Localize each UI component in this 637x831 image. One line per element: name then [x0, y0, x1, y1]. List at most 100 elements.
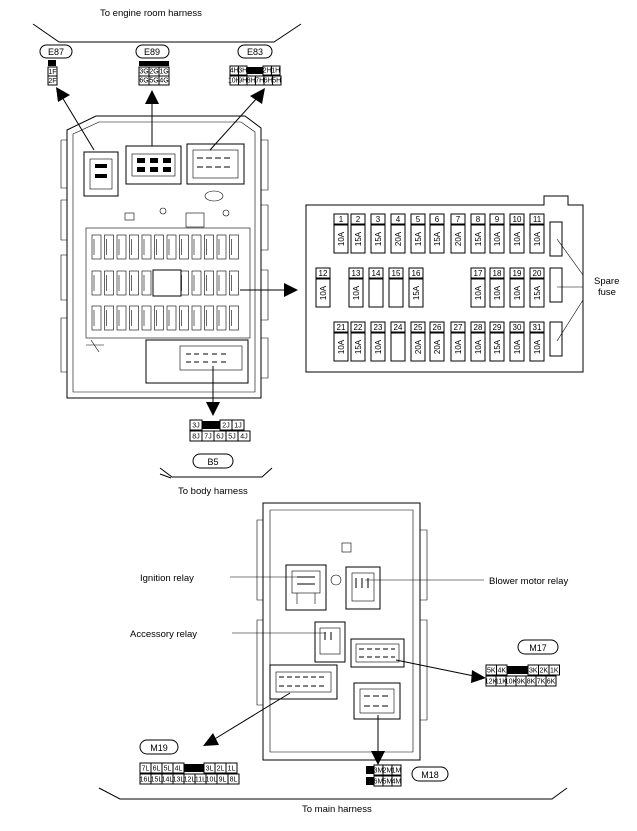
fuse-amperage: 15A [374, 231, 383, 246]
e83-row1-pin: 2H [263, 68, 272, 75]
e83-row1-pin: 3H [238, 68, 247, 75]
fuse-number: 14 [372, 269, 381, 278]
m17-row1-pin: 5K [487, 668, 496, 675]
fuse-amperage: 10A [533, 339, 542, 354]
b5-row2-pin: 5J [228, 434, 235, 441]
fuse-amperage: 10A [352, 285, 361, 300]
b5-row1-pin: 1J [234, 423, 241, 430]
fuse-amperage: 20A [433, 339, 442, 354]
e89-row2-pin: 4G [159, 78, 168, 85]
fuse-amperage: 15A [533, 285, 542, 300]
fuse-number: 24 [394, 323, 403, 332]
fuse-14: 14 [368, 267, 384, 308]
connector-e87: E87 1F 2F [39, 44, 73, 86]
e83-row2-pin: 6H [264, 78, 273, 85]
connector-m17-id: M17 [529, 643, 547, 653]
fuse-amperage: 10A [474, 339, 483, 354]
m18-row1-cell [391, 764, 402, 776]
fuse-amperage: 10A [513, 285, 522, 300]
b5-row2-cell [237, 430, 251, 442]
fuse-number: 6 [435, 215, 440, 224]
b5-row2-pin: 6J [216, 434, 223, 441]
m19-row1-pin: 5L [164, 766, 172, 773]
fuse-amperage: 10A [513, 339, 522, 354]
m19-row1-blank [184, 764, 204, 772]
m18-row1-blank [366, 766, 374, 774]
fuse-number: 20 [533, 269, 542, 278]
m19-row2-pin: 12L [184, 777, 196, 784]
b5-row2-pin: 8J [192, 434, 199, 441]
m19-row2-pin: 8L [230, 777, 238, 784]
main-harness-label: To main harness [302, 804, 372, 815]
fuse-31: 31 10A [529, 321, 545, 362]
e89-row2-pin: 5G [149, 78, 158, 85]
fuse-number: 31 [533, 323, 542, 332]
e83-row2-pin: 7H [255, 78, 264, 85]
m19-row1-pin: 6L [153, 766, 161, 773]
m17-row1-pin: 4K [497, 668, 506, 675]
b5-row1-pin: 2J [222, 423, 229, 430]
connector-e89-id: E89 [144, 47, 160, 57]
fuse-number: 16 [412, 269, 421, 278]
fuse-amperage: 15A [493, 339, 502, 354]
fuse-number: 3 [376, 215, 381, 224]
fuse-28: 28 10A [470, 321, 486, 362]
fuse-amperage: 10A [493, 231, 502, 246]
m19-row2-pin: 15L [151, 777, 163, 784]
m19-row1-pin: 3L [206, 766, 214, 773]
fuse-number: 28 [474, 323, 483, 332]
body-harness-label: To body harness [178, 486, 248, 497]
blower-motor-relay-label: Blower motor relay [489, 576, 568, 587]
e89-row1-pin: 1G [159, 69, 168, 76]
fuse-number: 15 [392, 269, 401, 278]
b5-row2-pin: 7J [204, 434, 211, 441]
e89-row2-pin: 6G [139, 78, 148, 85]
m19-row2-pin: 16L [140, 777, 152, 784]
lower-relay-block [256, 502, 428, 761]
fuse-amperage: 15A [433, 231, 442, 246]
e89-row1-pin: 2G [149, 69, 158, 76]
engine-room-harness-label: To engine room harness [100, 8, 202, 19]
b5-row1-pin: 3J [192, 423, 199, 430]
fuse-number: 11 [533, 215, 542, 224]
m17-row1-pin: 1K [550, 668, 559, 675]
upper-junction-block [60, 115, 269, 399]
fuse-amperage: 10A [454, 339, 463, 354]
b5-row1-cell [231, 419, 245, 431]
m19-row1-pin: 4L [175, 766, 183, 773]
m17-row2-cell [545, 675, 557, 687]
fuse-amperage: 15A [354, 339, 363, 354]
fuse-amperage: 10A [374, 339, 383, 354]
m19-row2-pin: 14L [162, 777, 174, 784]
fuse-amperage: 20A [394, 231, 403, 246]
connector-e87-id: E87 [48, 47, 64, 57]
connector-e83-id: E83 [247, 47, 263, 57]
m17-row1-cell [548, 664, 560, 676]
fuse-number: 10 [513, 215, 522, 224]
fuse-amperage: 15A [414, 231, 423, 246]
fuse-amperage: 15A [474, 231, 483, 246]
fuse-amperage: 10A [337, 339, 346, 354]
ignition-relay-label: Ignition relay [140, 573, 194, 584]
m18-row2-pin: 4M [392, 779, 402, 786]
e89-row1-pin: 3G [139, 69, 148, 76]
b5-row2-pin: 4J [240, 434, 247, 441]
e83-row1-cell [271, 65, 281, 76]
connector-m19-id: M19 [150, 743, 168, 753]
fuse-number: 9 [495, 215, 500, 224]
